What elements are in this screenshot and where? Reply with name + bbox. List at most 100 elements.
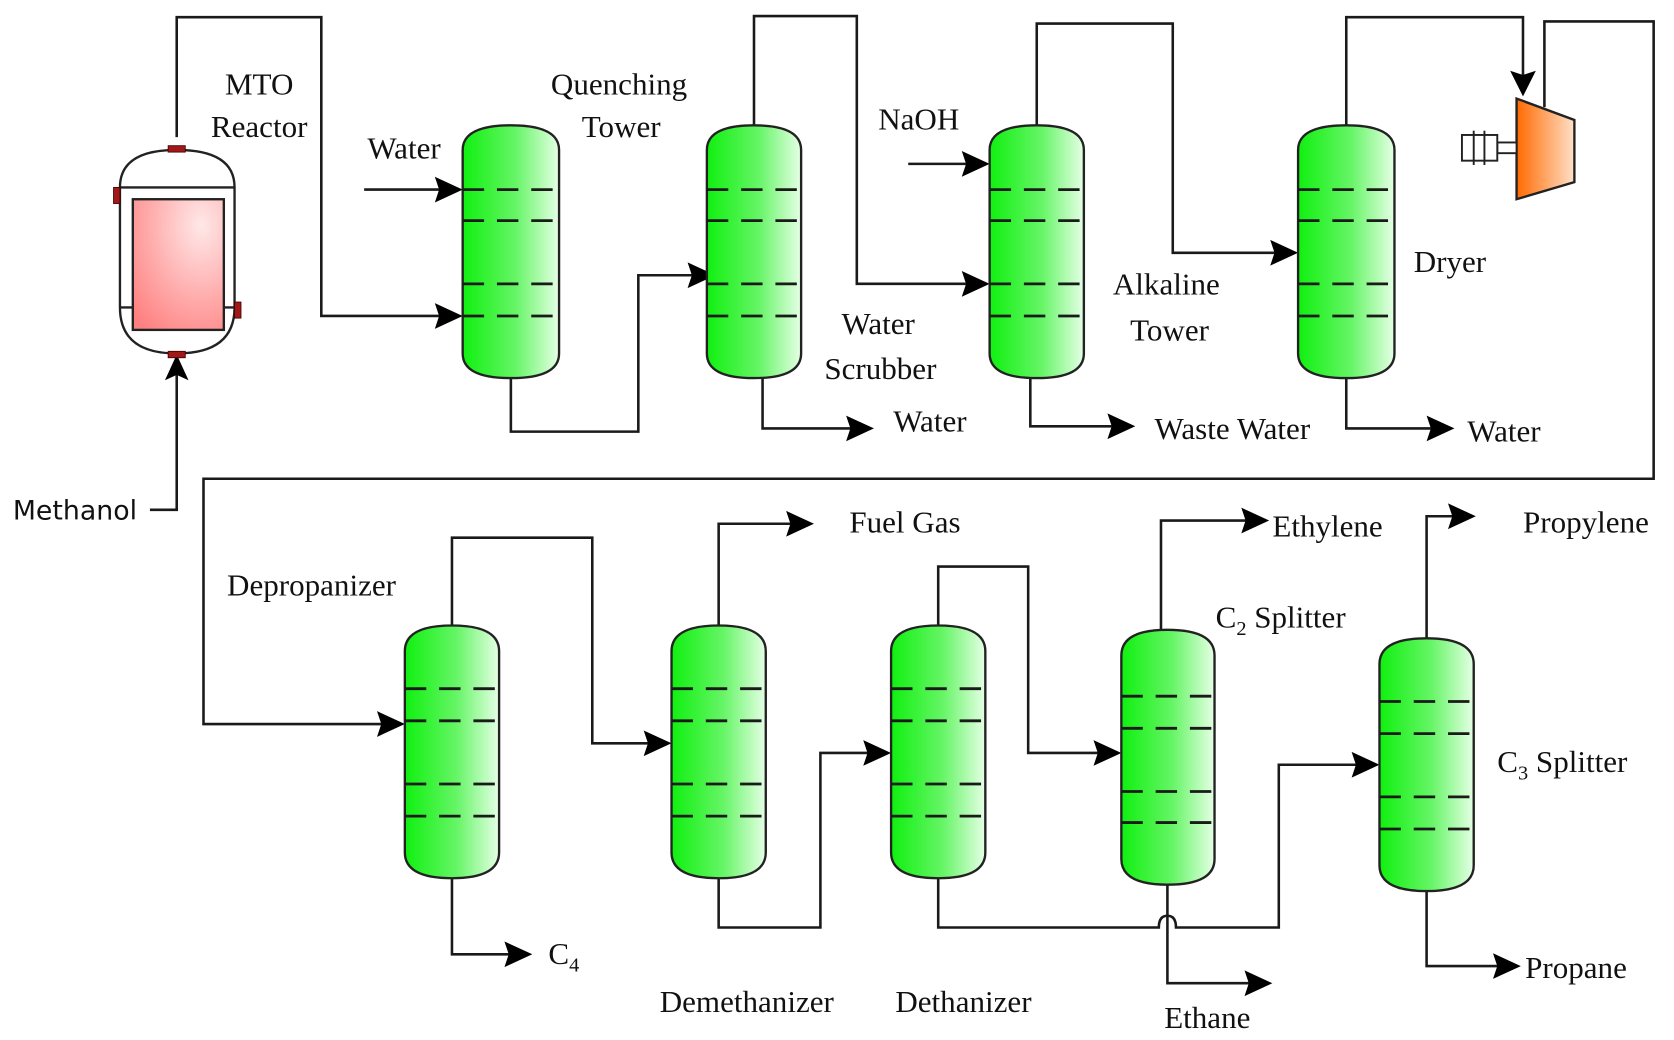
dryer (1296, 124, 1396, 380)
arrow-icon (786, 510, 814, 537)
label-depropanizer: Depropanizer (227, 568, 397, 603)
column-shell (1378, 637, 1475, 893)
column-shell (1296, 124, 1396, 380)
label-naoh: NaOH (878, 102, 959, 137)
column-shell (889, 624, 987, 880)
depropanizer (403, 624, 501, 880)
label-quenching: Quenching (551, 66, 687, 101)
pipe-waste-water-out (1029, 378, 1120, 428)
arrow-icon (1351, 751, 1380, 778)
pipe-reactor-to-quench (175, 15, 448, 318)
arrow-icon (1107, 413, 1136, 440)
arrow-icon (687, 262, 716, 289)
arrow-icon (1492, 953, 1521, 979)
c2-subscript: 2 (1236, 618, 1246, 640)
arrow-icon (846, 415, 874, 442)
label-reactor: Reactor (211, 109, 308, 144)
column-shell (988, 124, 1086, 380)
label-fuel-gas: Fuel Gas (849, 504, 960, 539)
column-shell (670, 624, 767, 880)
pipe-scrubber-water-out (761, 378, 857, 430)
pipe-alkaline-to-dryer (1035, 22, 1281, 255)
pipe-scrubber-to-alkaline (752, 14, 973, 286)
pipe-ethylene-out (1159, 519, 1254, 630)
label-propylene: Propylene (1523, 504, 1649, 539)
quenching-tower (461, 124, 561, 380)
c4-subscript: 4 (569, 954, 579, 976)
c4-base: C (548, 936, 569, 971)
column-shell (461, 124, 561, 380)
label-methanol: Methanol (13, 495, 137, 526)
pipe-dryer-water-out (1344, 378, 1438, 430)
c3-subscript: 3 (1518, 763, 1528, 785)
labels: MTO Reactor Quenching Tower Water Water … (13, 66, 1649, 1035)
label-demethanizer: Demethanizer (660, 984, 835, 1019)
pipe-c4-out (450, 878, 517, 956)
label-water-in: Water (367, 131, 441, 166)
arrow-icon (643, 730, 672, 757)
c2-base: C (1216, 600, 1237, 635)
pipe-dryer-to-compressor (1344, 15, 1525, 126)
column-shell (1120, 628, 1216, 886)
arrow-icon (1270, 239, 1299, 266)
label-scrubber-water-out: Water (893, 404, 967, 439)
pipes (149, 14, 1655, 985)
arrow-icon (504, 941, 533, 968)
c2-rest: Splitter (1246, 600, 1346, 635)
c3-base: C (1497, 744, 1518, 779)
label-scrubber: Scrubber (824, 351, 937, 386)
column-shell (403, 624, 501, 880)
arrow-icon (1093, 740, 1122, 766)
label-alkaline-tower: Tower (1130, 313, 1210, 348)
reactor-nozzle (113, 187, 121, 204)
label-ethylene: Ethylene (1272, 509, 1382, 544)
arrow-up-icon (164, 354, 189, 381)
arrow-icon (434, 303, 463, 329)
c3-rest: Splitter (1528, 744, 1628, 779)
c3-splitter (1378, 637, 1475, 893)
compressor-body (1515, 96, 1576, 201)
arrow-icon (1426, 415, 1455, 442)
arrow-icon (376, 711, 405, 737)
label-scrubber-water: Water (842, 306, 916, 341)
arrow-icon (961, 151, 990, 177)
label-c4: C4 (548, 936, 579, 976)
dethanizer (889, 624, 987, 880)
c2-splitter (1120, 628, 1216, 886)
pipe-ethane-out (1166, 884, 1256, 985)
arrow-icon (1241, 507, 1270, 534)
pipe-dethanizer-to-c2 (936, 565, 1106, 755)
pipe-quench-to-scrubber (509, 273, 695, 433)
arrow-icon (1244, 970, 1273, 997)
column-shell (705, 124, 803, 380)
pipe-depropanizer-to-demethanizer (450, 536, 656, 745)
pipe-propane-out (1425, 891, 1504, 968)
label-dryer: Dryer (1414, 244, 1487, 279)
reactor-nozzle (167, 145, 186, 153)
arrow-down-icon (1510, 70, 1536, 97)
pipe-compressor-to-depropanizer (202, 20, 1655, 726)
motor-shaft (1496, 141, 1518, 155)
label-waste-water: Waste Water (1155, 411, 1311, 446)
label-dryer-water-out: Water (1467, 413, 1541, 448)
reactor-nozzle (234, 301, 242, 319)
pipe-propylene-out (1425, 514, 1461, 639)
label-ethane: Ethane (1164, 1000, 1250, 1035)
arrow-icon (961, 270, 990, 297)
pipe-fuel-gas-out (717, 522, 798, 626)
label-dethanizer: Dethanizer (895, 984, 1032, 1019)
label-mto: MTO (225, 66, 293, 101)
mto-reactor (113, 145, 242, 359)
motor-icon (1460, 134, 1499, 162)
label-c3-splitter: C3 Splitter (1497, 744, 1628, 784)
flow-arrows (164, 70, 1536, 997)
alkaline-tower (988, 124, 1086, 380)
label-quench-tower: Tower (582, 109, 662, 144)
arrow-icon (1448, 503, 1476, 530)
label-propane: Propane (1525, 950, 1627, 985)
pipe-demethanizer-to-dethanizer (717, 751, 877, 929)
demethanizer (670, 624, 767, 880)
pipe-methanol-feed (149, 369, 179, 512)
reactor-bed (131, 198, 226, 332)
